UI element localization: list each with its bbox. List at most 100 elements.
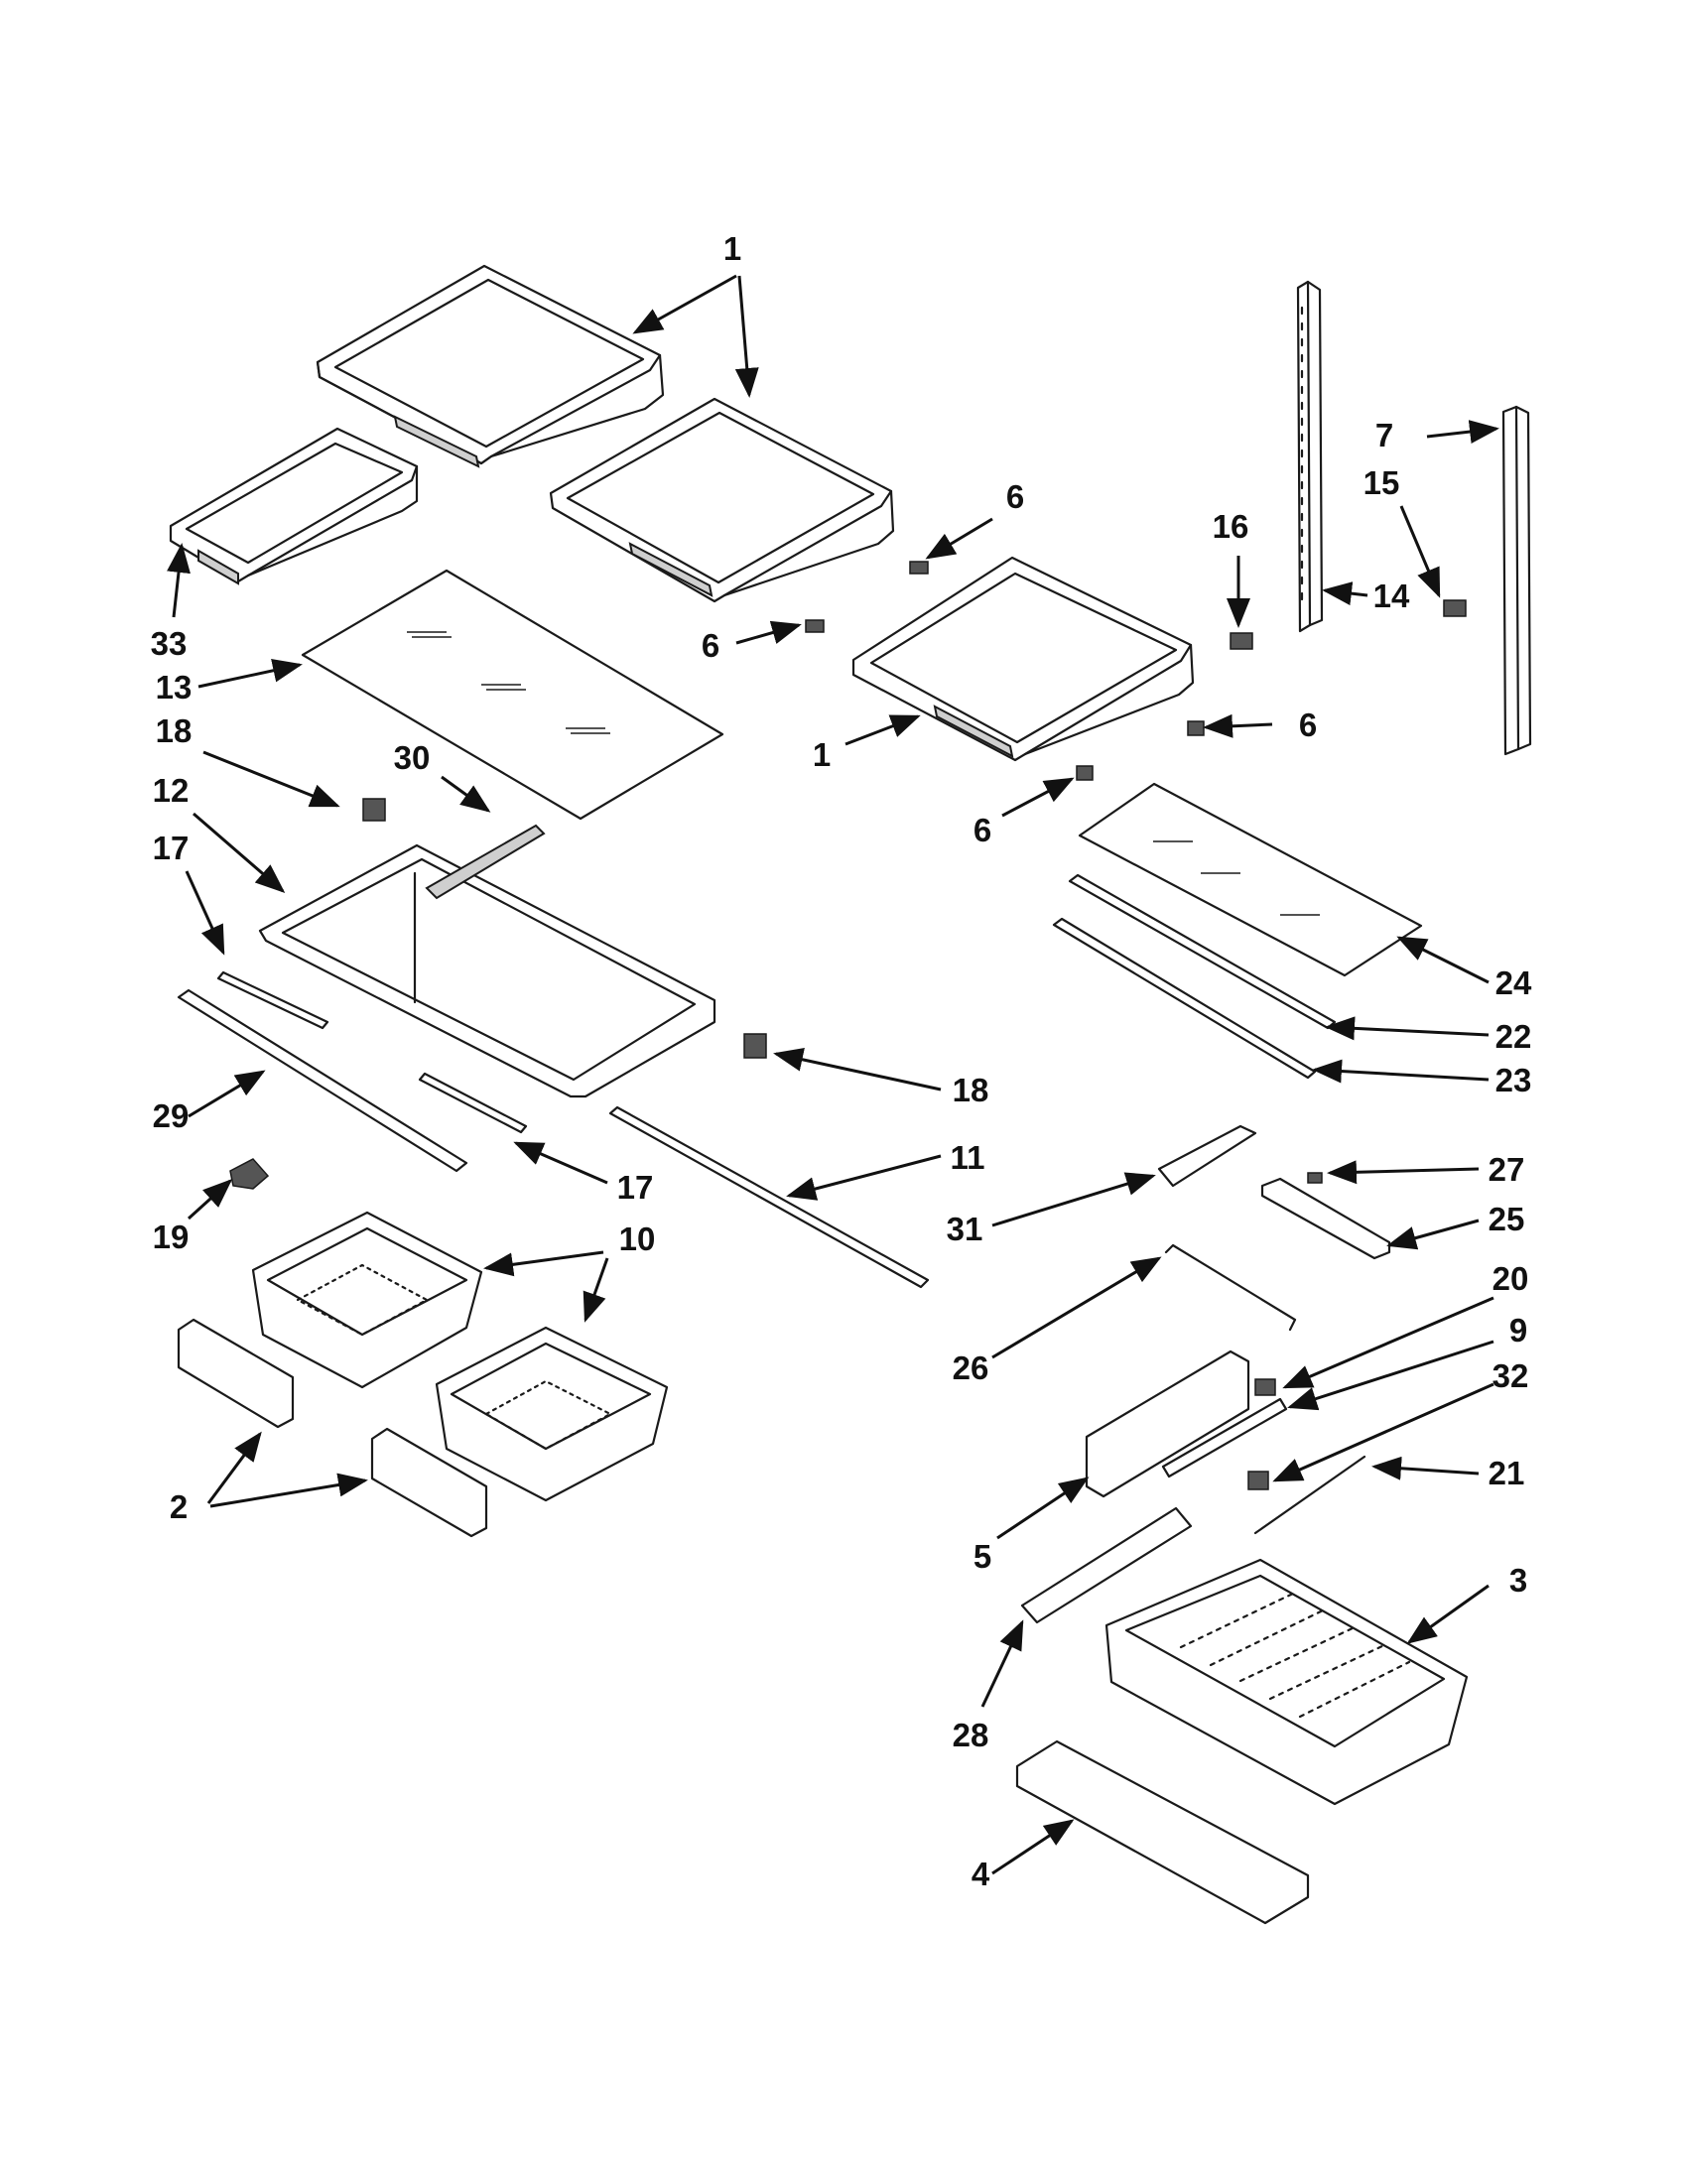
leader-line [1426, 420, 1499, 444]
rod-part-11 [608, 1105, 930, 1289]
callout-4: 4 [972, 1856, 990, 1892]
callout-28: 28 [953, 1717, 989, 1753]
leader-line [773, 1047, 942, 1092]
callout-21: 21 [1489, 1455, 1525, 1491]
leader-line [1282, 1296, 1494, 1389]
leader-line [991, 1256, 1162, 1359]
bracket-part-25 [1260, 1177, 1391, 1260]
callout-14: 14 [1373, 578, 1410, 614]
bracket-part-17 [216, 970, 329, 1030]
leader-line [1203, 713, 1273, 738]
leader-line [1287, 1340, 1494, 1411]
callout-33: 33 [151, 625, 188, 662]
callout-6: 6 [1006, 478, 1024, 515]
leader-line [980, 1619, 1024, 1708]
leader-line [202, 750, 340, 808]
callout-26: 26 [953, 1349, 989, 1386]
shelf-part-33 [169, 427, 419, 585]
callout-5: 5 [973, 1538, 991, 1575]
crisper-part-10 [435, 1326, 669, 1502]
leader-line [1272, 1382, 1494, 1482]
glass-shelf-part-24 [1078, 782, 1423, 977]
leader-line [197, 658, 303, 689]
screw-icon [805, 619, 825, 633]
clip-part-19-icon [229, 1158, 270, 1190]
trim-part-29 [177, 988, 468, 1173]
callout-6: 6 [973, 812, 991, 848]
bracket-part-17 [418, 1072, 528, 1134]
screw-part-15-icon [1443, 599, 1467, 617]
screw-icon [1076, 765, 1094, 781]
leader-line [1325, 1016, 1490, 1041]
bracket-part-31 [1157, 1124, 1257, 1188]
callout-29: 29 [153, 1097, 190, 1134]
callout-labels: 1 6 7 15 16 14 6 6 33 13 1 18 30 12 17 6… [151, 230, 1532, 1892]
pan-part-3 [1104, 1558, 1469, 1806]
callout-3: 3 [1509, 1562, 1527, 1599]
callout-13: 13 [156, 669, 193, 706]
callout-15: 15 [1363, 464, 1400, 501]
leader-line [513, 1141, 608, 1185]
wire-part-26 [1164, 1243, 1297, 1332]
leader-line [185, 870, 225, 956]
crisper-part-10 [251, 1211, 483, 1389]
rail-part-14 [1296, 280, 1324, 633]
callout-17: 17 [617, 1169, 654, 1206]
clip-part-18-icon [743, 1033, 767, 1059]
callout-24: 24 [1495, 964, 1532, 1001]
screw-part-32-icon [1247, 1471, 1269, 1490]
wire-part-21 [1253, 1455, 1366, 1535]
leader-line [583, 1257, 609, 1323]
callout-19: 19 [153, 1219, 190, 1255]
callout-2: 2 [170, 1488, 188, 1525]
screw-part-20-icon [1254, 1378, 1276, 1396]
callout-1: 1 [813, 736, 831, 773]
trim-part-9 [1161, 1397, 1288, 1478]
leader-line [193, 812, 286, 893]
leader-line [209, 1473, 368, 1508]
shelf-part-1-middle [549, 397, 895, 603]
callout-20: 20 [1492, 1260, 1529, 1297]
leader-line [925, 517, 993, 560]
callout-30: 30 [394, 739, 431, 776]
callout-16: 16 [1213, 508, 1249, 545]
shelf-part-1-upper [316, 264, 665, 468]
callout-32: 32 [1492, 1357, 1529, 1394]
glass-shelf-part-13 [301, 569, 724, 821]
leader-line [187, 1178, 233, 1220]
drawer-front-part-2 [177, 1318, 295, 1429]
leader-line [1327, 1160, 1480, 1185]
callout-1: 1 [723, 230, 741, 267]
leader-line [1386, 1219, 1480, 1250]
leader-line [483, 1250, 604, 1277]
frame-part-12 [258, 798, 767, 1098]
leader-line [188, 1070, 266, 1118]
rail-part-7 [1501, 405, 1532, 756]
callout-12: 12 [153, 772, 190, 809]
callout-27: 27 [1489, 1151, 1525, 1188]
clip-part-18-icon [362, 798, 386, 822]
screw-icon [909, 561, 929, 575]
leader-line [167, 543, 191, 618]
leader-line [734, 275, 759, 398]
leader-line [1371, 1456, 1480, 1480]
leader-line [991, 1172, 1156, 1227]
callout-9: 9 [1509, 1312, 1527, 1349]
callout-6: 6 [1299, 707, 1317, 743]
leader-line [206, 1431, 262, 1504]
leader-line [844, 714, 921, 746]
leader-line [991, 1819, 1075, 1875]
leader-line [1399, 505, 1441, 598]
front-panel-part-4 [1015, 1739, 1310, 1925]
leader-line [1312, 1059, 1490, 1084]
callout-7: 7 [1375, 417, 1393, 453]
callout-6: 6 [702, 627, 719, 664]
callout-11: 11 [951, 1139, 985, 1176]
leader-line [996, 1477, 1090, 1540]
leader-lines [167, 274, 1499, 1875]
leader-line [735, 620, 802, 645]
leader-line [1406, 1584, 1490, 1644]
callout-22: 22 [1495, 1018, 1532, 1055]
drawer-front-part-2 [370, 1427, 488, 1538]
